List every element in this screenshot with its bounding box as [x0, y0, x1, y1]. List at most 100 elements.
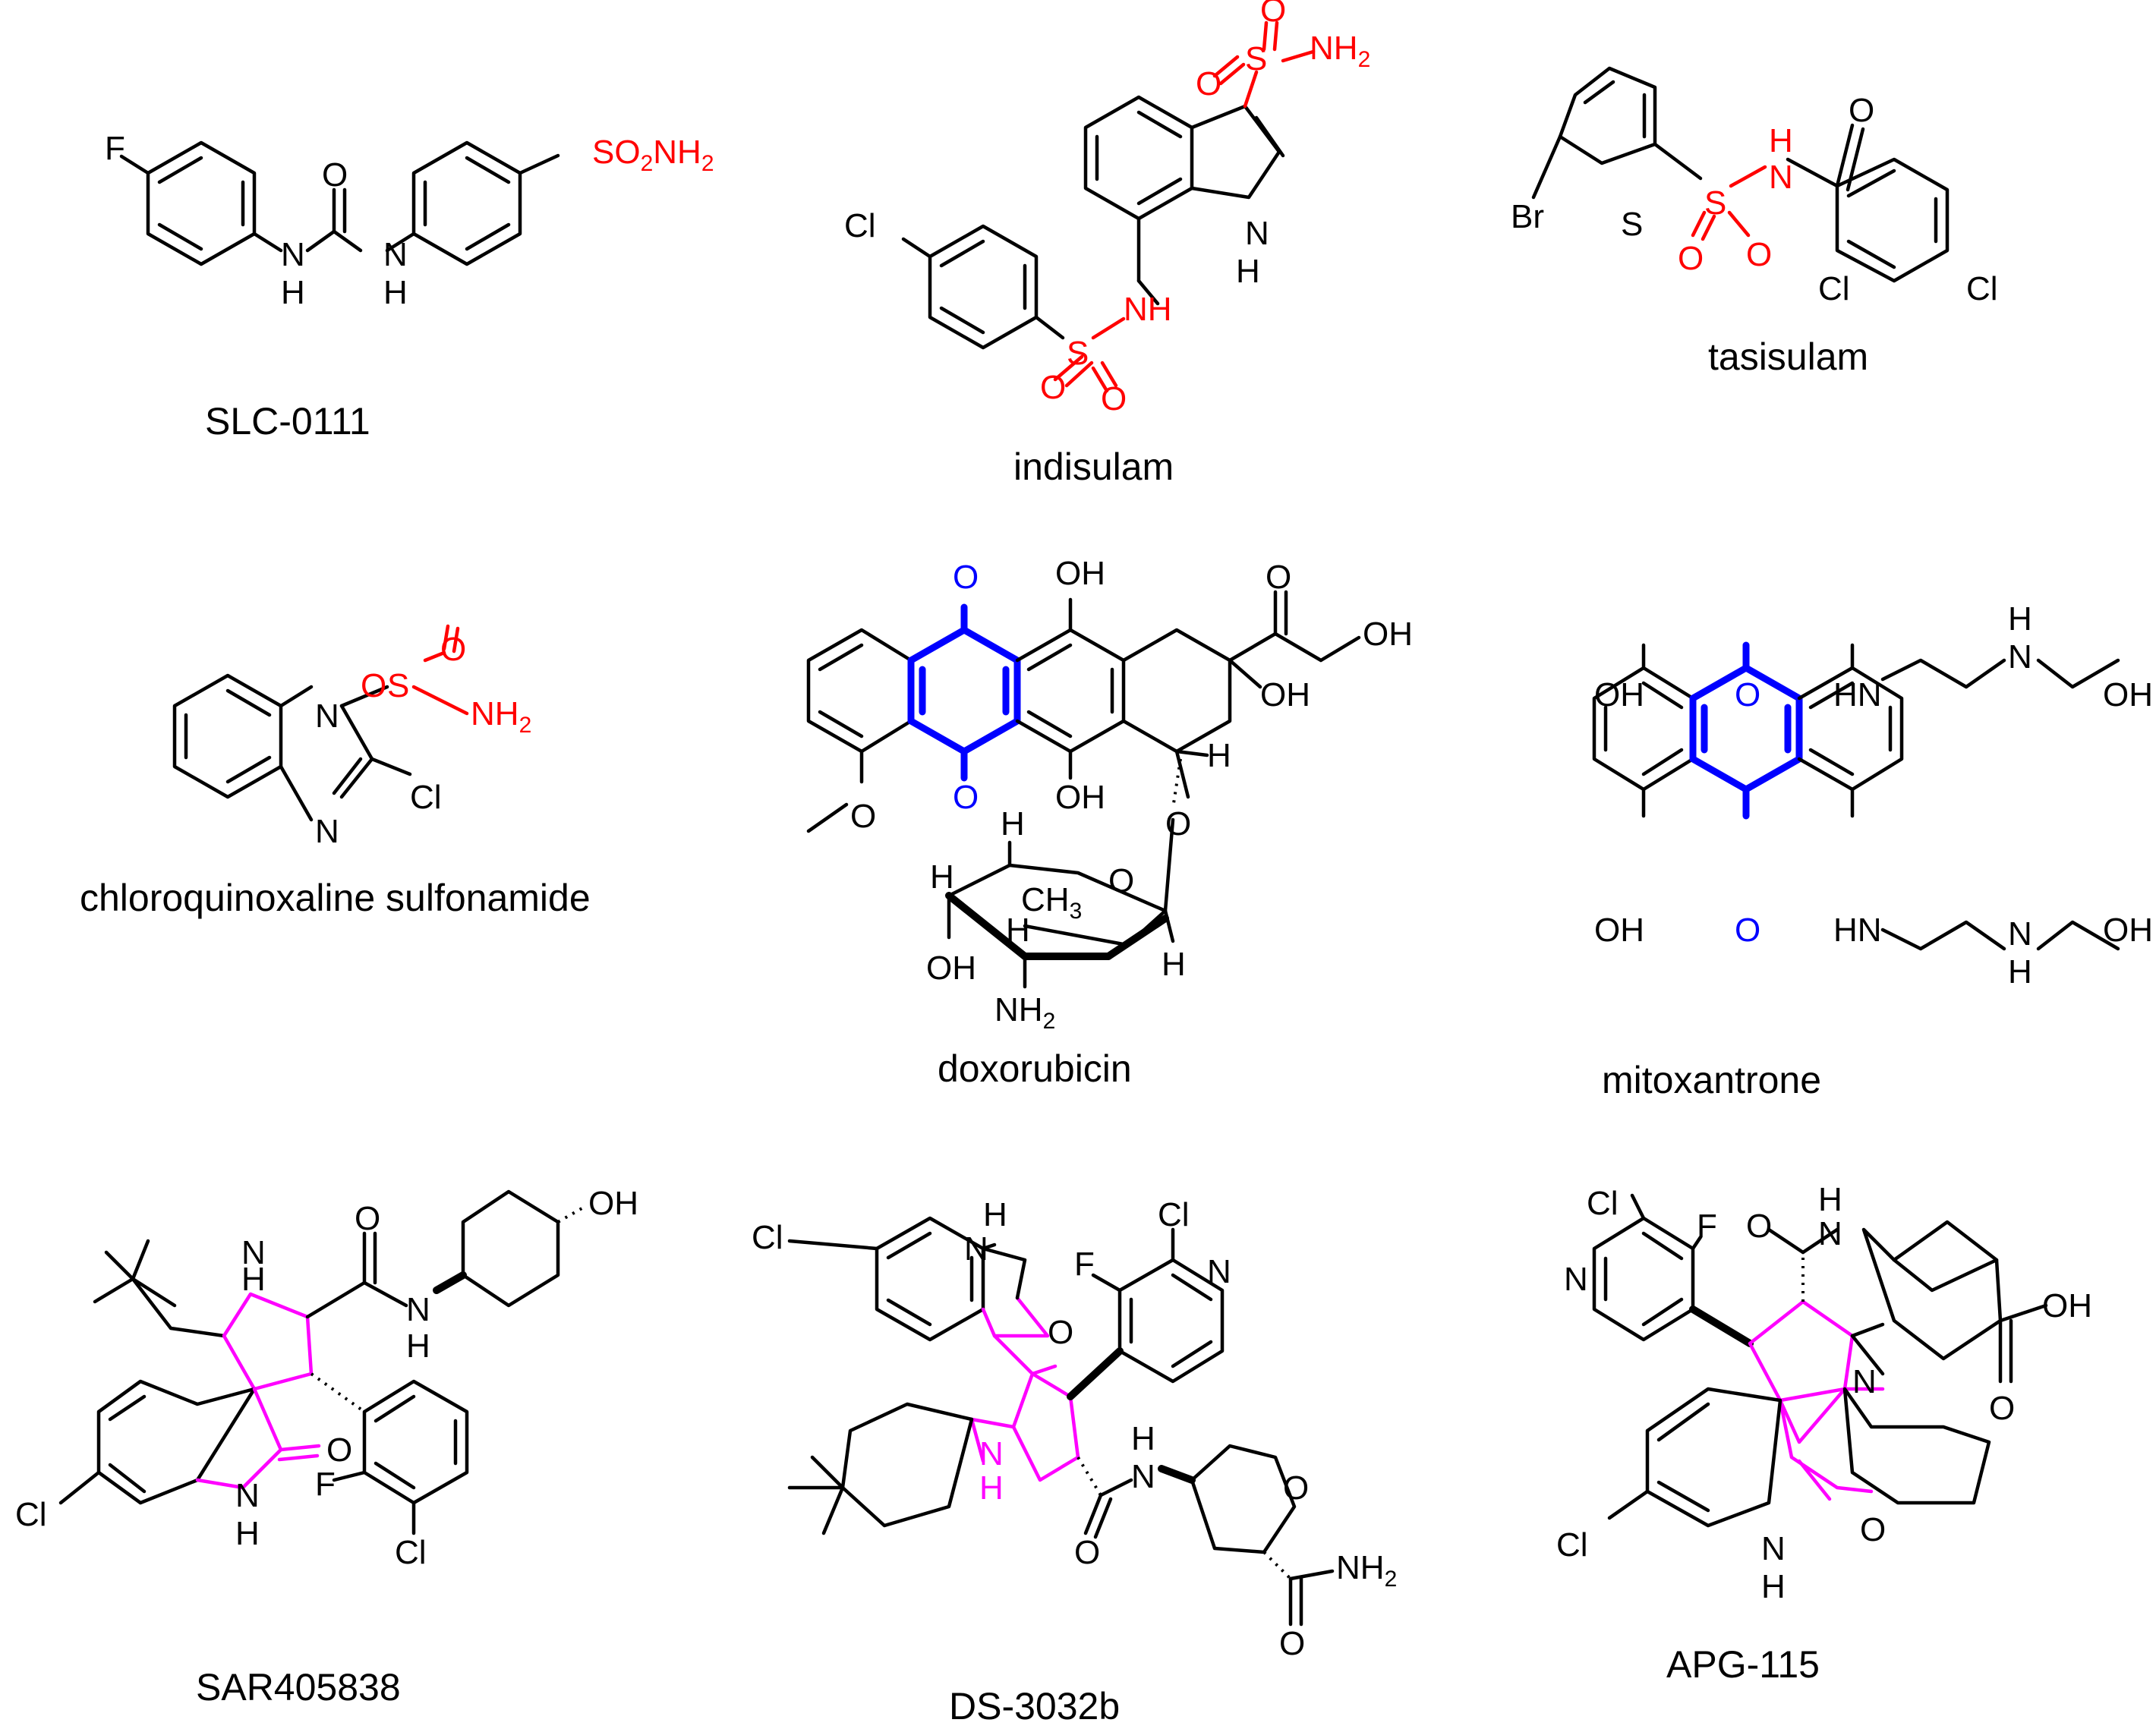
atom-methyl: CH3 [1021, 881, 1082, 924]
atom-oxygen: O [1678, 240, 1704, 277]
atom-nitrogen: N [281, 236, 305, 273]
atom-oxygen: O [1746, 236, 1772, 273]
atom-nitrogen: N [1564, 1261, 1588, 1298]
sulfonamide-group: SO2NH2 [592, 134, 714, 176]
atom-sulfur: S [1067, 335, 1089, 372]
atom-chlorine: Cl [15, 1496, 47, 1533]
atom-chlorine: Cl [1966, 270, 1998, 307]
atom-oxygen: O [1989, 1390, 2015, 1427]
atom-chlorine: Cl [1818, 270, 1850, 307]
structure-mitoxantrone: OH OH O O HN HN H N N H OH OH mitoxantro… [1592, 600, 2153, 1101]
atom-hydrogen: H [1162, 946, 1186, 983]
atom-hydrogen: H [2008, 953, 2032, 990]
atom-hydroxyl: OH [2103, 676, 2153, 713]
atom-oxygen: O [1196, 65, 1221, 102]
atom-fluorine: F [1697, 1208, 1717, 1245]
atom-hydroxyl: OH [2042, 1287, 2092, 1324]
atom-hydrogen: H [235, 1515, 260, 1552]
atom-nitrogen: N [1131, 1458, 1155, 1495]
atom-bromine: Br [1511, 198, 1544, 235]
atom-hydrogen: H [930, 858, 954, 896]
atom-hydrogen: H [1769, 122, 1793, 159]
atom-nitrogen: N [1207, 1253, 1231, 1290]
atom-hydrogen: H [406, 1327, 430, 1365]
atom-hydrogen: H [979, 1469, 1004, 1507]
atom-hydrogen: H [2008, 600, 2032, 638]
atom-sulfur: S [1704, 184, 1726, 222]
structure-sar405838: H N O N H OH O F Cl N H Cl SAR405838 [15, 1185, 638, 1709]
atom-hydrogen: H [983, 1196, 1007, 1233]
atom-hydroxyl: OH [1055, 779, 1105, 816]
atom-hydroxyl: OH [1594, 676, 1644, 713]
atom-oxygen: O [361, 667, 386, 704]
atom-nitrogen: N [383, 236, 408, 273]
structure-apg-115: Cl F N O H N OH O N O N H Cl APG-115 [1556, 1181, 2092, 1686]
atom-oxygen: O [953, 559, 979, 596]
structure-doxorubicin: O O OH OH O OH OH H O O O H H CH3 H OH N… [806, 555, 1413, 1090]
caption-ds-3032b: DS-3032b [949, 1685, 1120, 1727]
atom-hydrogen: H [1818, 1181, 1842, 1218]
atom-oxygen: O [1074, 1534, 1100, 1571]
atom-nh2: NH2 [1310, 30, 1370, 72]
structure-indisulam: Cl S O O NH N H S O O NH2 indisulam [844, 0, 1370, 488]
atom-oxygen: O [1101, 380, 1127, 417]
atom-hn: HN [1833, 676, 1882, 713]
atom-oxygen: O [322, 156, 348, 194]
atom-sulfur: S [387, 667, 409, 704]
caption-sar405838: SAR405838 [196, 1666, 401, 1709]
atom-oxygen: O [440, 631, 466, 668]
atom-oxygen: O [1735, 676, 1760, 713]
atom-fluorine: F [1074, 1246, 1095, 1283]
atom-nitrogen: N [2008, 638, 2032, 676]
caption-mitoxantrone: mitoxantrone [1602, 1059, 1821, 1101]
atom-chlorine: Cl [752, 1219, 783, 1256]
atom-nitrogen: N [315, 698, 339, 735]
atom-nitrogen: N [1761, 1530, 1786, 1567]
atom-nitrogen: N [406, 1291, 430, 1328]
atom-fluorine: F [105, 130, 125, 167]
atom-oxygen: O [1048, 1314, 1073, 1351]
atom-oxygen: O [326, 1431, 352, 1469]
atom-fluorine: F [315, 1466, 336, 1503]
structure-chloroquinoxaline-sulfonamide: N N S O O NH2 Cl chloroquinoxaline sulfo… [80, 624, 591, 919]
atom-chlorine: Cl [395, 1534, 427, 1571]
atom-hn: HN [1833, 912, 1882, 949]
atom-oxygen: O [850, 798, 876, 835]
atom-sulfur: S [1245, 40, 1267, 77]
atom-hydrogen: H [383, 274, 408, 311]
atom-hydroxyl: OH [1055, 555, 1105, 592]
atom-sulfur: S [1621, 206, 1643, 243]
atom-hydrogen: H [1006, 912, 1030, 949]
atom-hydroxyl: OH [1363, 616, 1413, 653]
atom-nitrogen: N [241, 1234, 266, 1271]
atom-chlorine: Cl [410, 779, 442, 816]
atom-oxygen: O [1735, 912, 1760, 949]
atom-oxygen: O [1040, 369, 1066, 406]
atom-oxygen: O [1266, 559, 1291, 596]
caption-indisulam: indisulam [1013, 446, 1174, 488]
atom-hydroxyl: OH [588, 1185, 638, 1222]
atom-nitrogen: N [979, 1435, 1004, 1472]
atom-hydrogen: H [1131, 1420, 1155, 1457]
atom-hydrogen: H [281, 274, 305, 311]
caption-apg-115: APG-115 [1666, 1643, 1820, 1686]
caption-doxorubicin: doxorubicin [938, 1047, 1132, 1090]
atom-nitrogen: N [1245, 215, 1269, 252]
atom-nh: NH [1124, 291, 1172, 328]
atom-oxygen: O [355, 1200, 380, 1237]
atom-hydroxyl: OH [1260, 676, 1310, 713]
atom-nitrogen: N [2008, 915, 2032, 953]
atom-hydroxyl: OH [1594, 912, 1644, 949]
atom-hydrogen: H [1001, 805, 1025, 842]
atom-chlorine: Cl [1556, 1526, 1588, 1564]
atom-hydroxyl: OH [926, 950, 976, 987]
atom-nh2: NH2 [1336, 1549, 1397, 1592]
atom-hydrogen: H [1236, 253, 1260, 290]
caption-slc-0111: SLC-0111 [205, 400, 370, 442]
atom-oxygen: O [1849, 92, 1874, 129]
atom-oxygen: O [1260, 0, 1286, 29]
structure-tasisulam: Br S S O O H N O Cl Cl tasisulam [1511, 66, 1998, 378]
atom-oxygen: O [1279, 1625, 1305, 1662]
atom-nitrogen: N [235, 1477, 260, 1514]
